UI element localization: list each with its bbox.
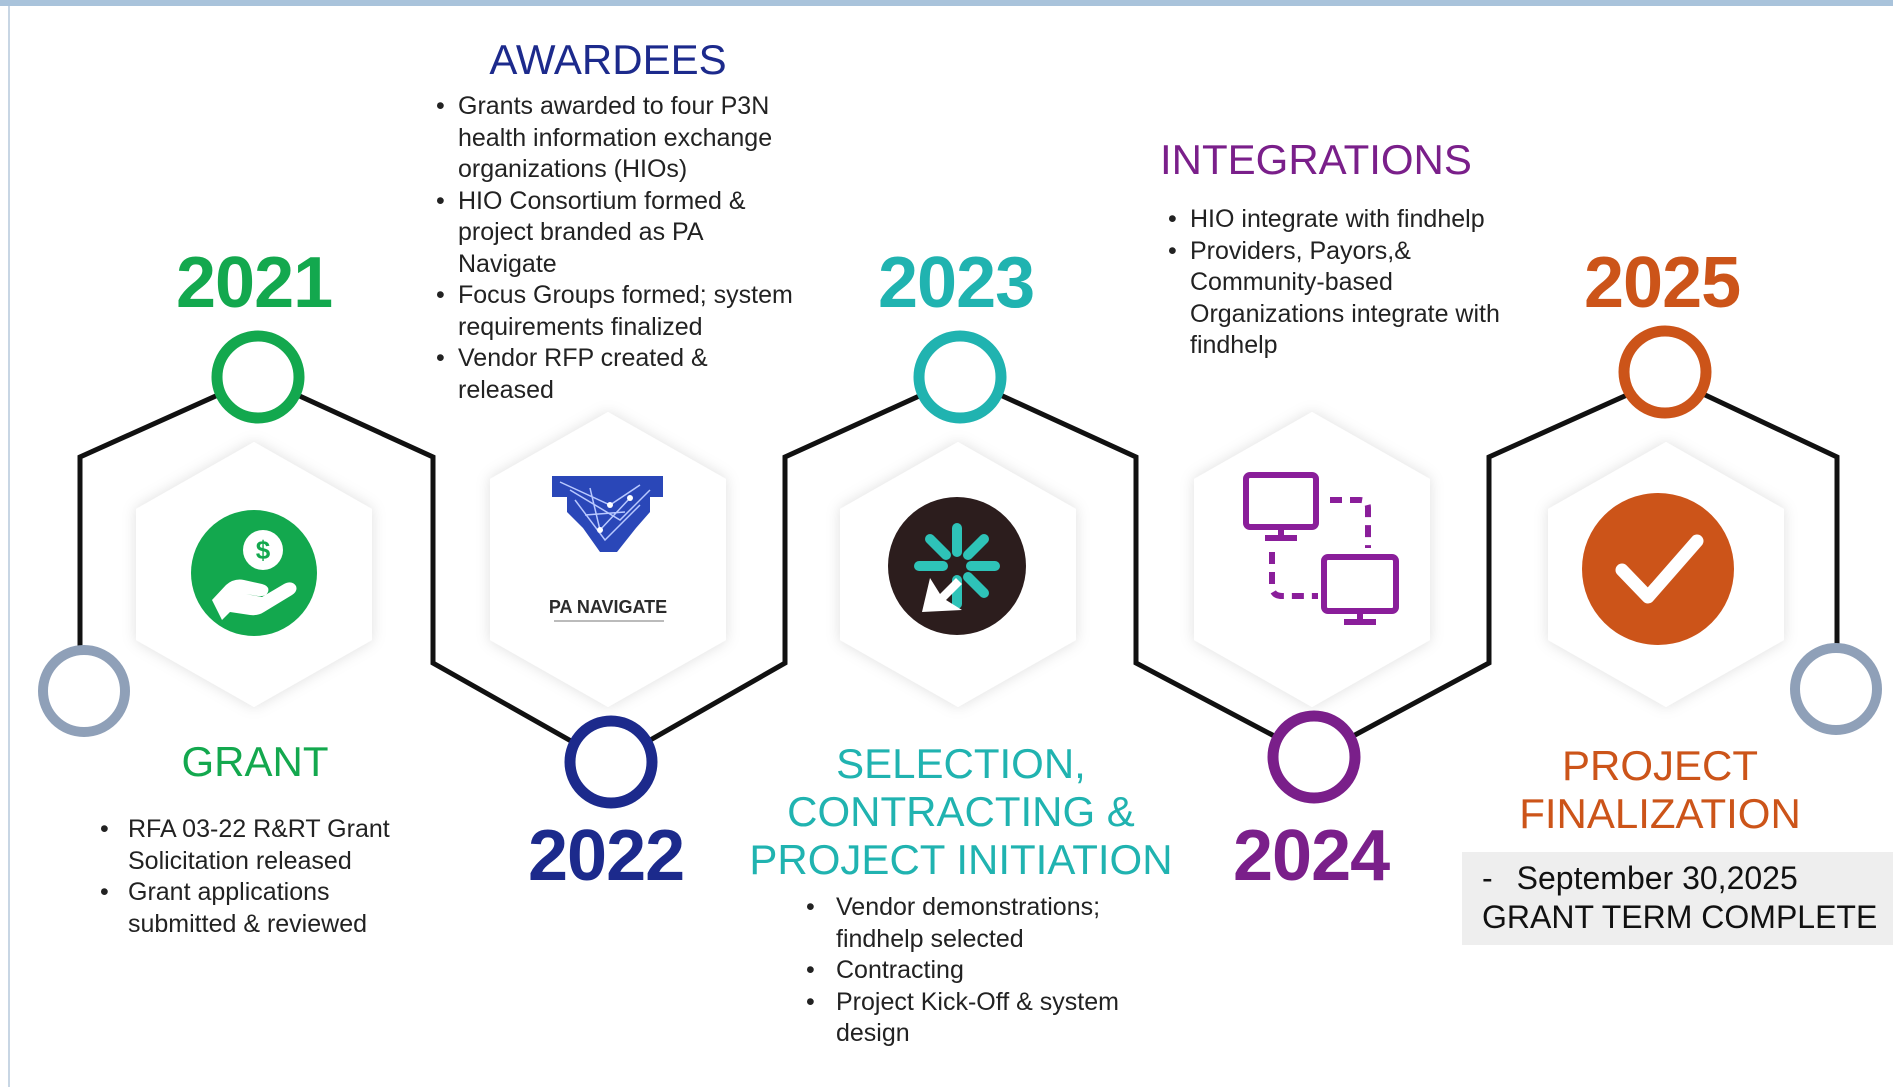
heading-selection: SELECTION, CONTRACTING & PROJECT INITIAT…: [736, 740, 1186, 884]
list-item: Grant applications submitted & reviewed: [100, 877, 440, 940]
pa-navigate-logo: PA NAVIGATE: [549, 476, 667, 622]
hexagon-panel-integrations: [1194, 412, 1430, 707]
list-item: Vendor RFP created & released: [436, 343, 806, 406]
milestone-circle-2021: [211, 330, 305, 424]
grant-bullet-list: RFA 03-22 R&RT Grant Solicitation releas…: [100, 814, 440, 940]
selection-bullet-list: Vendor demonstrations; findhelp selected…: [806, 892, 1146, 1050]
findhelp-asterisk-icon: [888, 497, 1026, 635]
heading-line: SELECTION,: [836, 740, 1086, 787]
list-item: HIO integrate with findhelp: [1168, 204, 1528, 236]
note-date: September 30,2025: [1516, 860, 1798, 896]
connected-monitors-icon: [1243, 472, 1399, 625]
list-item: RFA 03-22 R&RT Grant Solicitation releas…: [100, 814, 440, 877]
list-item: Project Kick-Off & system design: [806, 987, 1146, 1050]
heading-line: PROJECT: [1561, 742, 1758, 789]
heading-line: CONTRACTING &: [787, 788, 1135, 835]
year-label-2022: 2022: [528, 816, 685, 896]
grant-term-note: -September 30,2025 GRANT TERM COMPLETE: [1462, 852, 1893, 945]
note-status: GRANT TERM COMPLETE: [1482, 899, 1878, 935]
end-endpoint-circle: [1790, 643, 1882, 735]
note-dash: -: [1482, 860, 1493, 896]
integrations-bullet-list: HIO integrate with findhelp Providers, P…: [1168, 204, 1528, 362]
svg-text:PA NAVIGATE: PA NAVIGATE: [549, 597, 667, 617]
milestone-circle-2024: [1267, 710, 1361, 804]
heading-integrations: INTEGRATIONS: [1160, 136, 1472, 183]
hexagon-panel-awardees: [490, 412, 726, 707]
window-left-border: [8, 6, 10, 1087]
list-item: Contracting: [806, 955, 1146, 987]
heading-finalization: PROJECT FINALIZATION: [1500, 742, 1820, 838]
heading-line: FINALIZATION: [1519, 790, 1801, 837]
year-label-2021: 2021: [176, 243, 333, 323]
awardees-bullet-list: Grants awarded to four P3N health inform…: [436, 91, 806, 406]
checkmark-circle-icon: [1582, 493, 1734, 645]
svg-text:$: $: [256, 535, 271, 565]
year-label-2023: 2023: [878, 243, 1035, 323]
milestone-circle-2025: [1618, 325, 1712, 419]
list-item: Grants awarded to four P3N health inform…: [436, 91, 806, 186]
heading-awardees: AWARDEES: [489, 36, 727, 83]
start-endpoint-circle: [38, 645, 130, 737]
list-item: Providers, Payors,& Community-based Orga…: [1168, 236, 1528, 362]
heading-grant: GRANT: [181, 738, 329, 785]
list-item: HIO Consortium formed & project branded …: [436, 186, 806, 281]
list-item: Focus Groups formed; system requirements…: [436, 280, 806, 343]
window-top-border: [0, 0, 1893, 6]
list-item: Vendor demonstrations; findhelp selected: [806, 892, 1146, 955]
milestone-circle-2022: [564, 715, 658, 809]
heading-line: PROJECT INITIATION: [749, 836, 1173, 883]
milestone-circle-2023: [913, 330, 1007, 424]
year-label-2024: 2024: [1233, 816, 1390, 896]
year-label-2025: 2025: [1584, 243, 1741, 323]
hand-dollar-icon: $: [191, 510, 317, 636]
